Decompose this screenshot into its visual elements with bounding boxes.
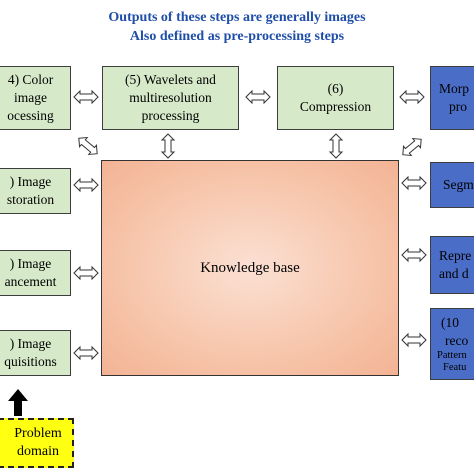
morphological-processing-box: Morp pro xyxy=(430,66,474,130)
knowledge-base-box: Knowledge base xyxy=(101,160,399,376)
double-arrow-icon-wavelets-compression xyxy=(245,90,271,104)
double-arrow-icon-kb-segmentation xyxy=(401,176,427,190)
double-arrow-icon-compression-morph xyxy=(399,90,425,104)
compression-line-2: Compression xyxy=(299,99,372,114)
enhancement-line-1: ) Image xyxy=(9,256,52,271)
double-arrow-icon-color-wavelets xyxy=(73,90,99,104)
representation-line-2: and d xyxy=(439,266,469,281)
wavelets-box: (5) Wavelets and multiresolution process… xyxy=(102,66,239,130)
color-line-2: image xyxy=(14,90,47,105)
wavelets-line-3: processing xyxy=(141,108,200,123)
restoration-line-1: ) Image xyxy=(9,174,52,189)
up-arrow-icon xyxy=(8,389,28,416)
recognition-line-1: (10 xyxy=(441,315,459,330)
wavelets-line-1: (5) Wavelets and xyxy=(125,72,216,87)
recognition-line-3: Pattern xyxy=(437,350,467,361)
acquisition-box: ) Image quisitions xyxy=(0,330,71,376)
double-arrow-icon-restoration-kb xyxy=(73,178,99,192)
heading-line-2: Also defined as pre-processing steps xyxy=(129,29,345,44)
color-image-processing-box: 4) Color image ocessing xyxy=(0,66,71,130)
color-line-1: 4) Color xyxy=(7,72,54,87)
color-line-3: ocessing xyxy=(7,108,54,123)
double-arrow-icon-wavelets-kb xyxy=(161,133,175,159)
morph-line-1: Morp xyxy=(439,81,469,96)
restoration-line-2: storation xyxy=(6,192,55,207)
compression-line-1: (6) xyxy=(327,81,344,96)
recognition-box: (10 reco Pattern Featu xyxy=(430,308,474,380)
acquisition-line-2: quisitions xyxy=(4,354,57,369)
representation-line-1: Repre xyxy=(439,248,472,263)
double-arrow-icon-color-kb xyxy=(74,133,102,159)
double-arrow-icon-acquisition-kb xyxy=(73,346,99,360)
representation-box: Repre and d xyxy=(430,236,474,294)
recognition-line-4: Featu xyxy=(443,362,467,373)
enhancement-box: ) Image ancement xyxy=(0,250,71,296)
wavelets-line-2: multiresolution xyxy=(129,90,212,105)
problem-line-1: Problem xyxy=(14,426,62,441)
double-arrow-icon-enhancement-kb xyxy=(73,266,99,280)
acquisition-line-1: ) Image xyxy=(9,336,52,351)
compression-box: (6) Compression xyxy=(277,66,394,130)
problem-domain-box: Problem domain xyxy=(0,418,74,468)
segmentation-line-1: Segm xyxy=(443,177,474,192)
problem-line-2: domain xyxy=(17,444,59,459)
segmentation-box: Segm xyxy=(430,162,474,208)
double-arrow-icon-kb-representation xyxy=(401,248,427,262)
double-arrow-icon-morph-kb xyxy=(398,134,426,160)
double-arrow-icon-compression-kb xyxy=(329,133,343,159)
restoration-box: ) Image storation xyxy=(0,168,71,214)
recognition-line-2: reco xyxy=(445,333,469,348)
morph-line-2: pro xyxy=(449,99,467,114)
enhancement-line-2: ancement xyxy=(4,274,57,289)
double-arrow-icon-kb-recognition xyxy=(401,333,427,347)
heading-line-1: Outputs of these steps are generally ima… xyxy=(108,10,366,25)
knowledge-base-label: Knowledge base xyxy=(200,259,300,276)
